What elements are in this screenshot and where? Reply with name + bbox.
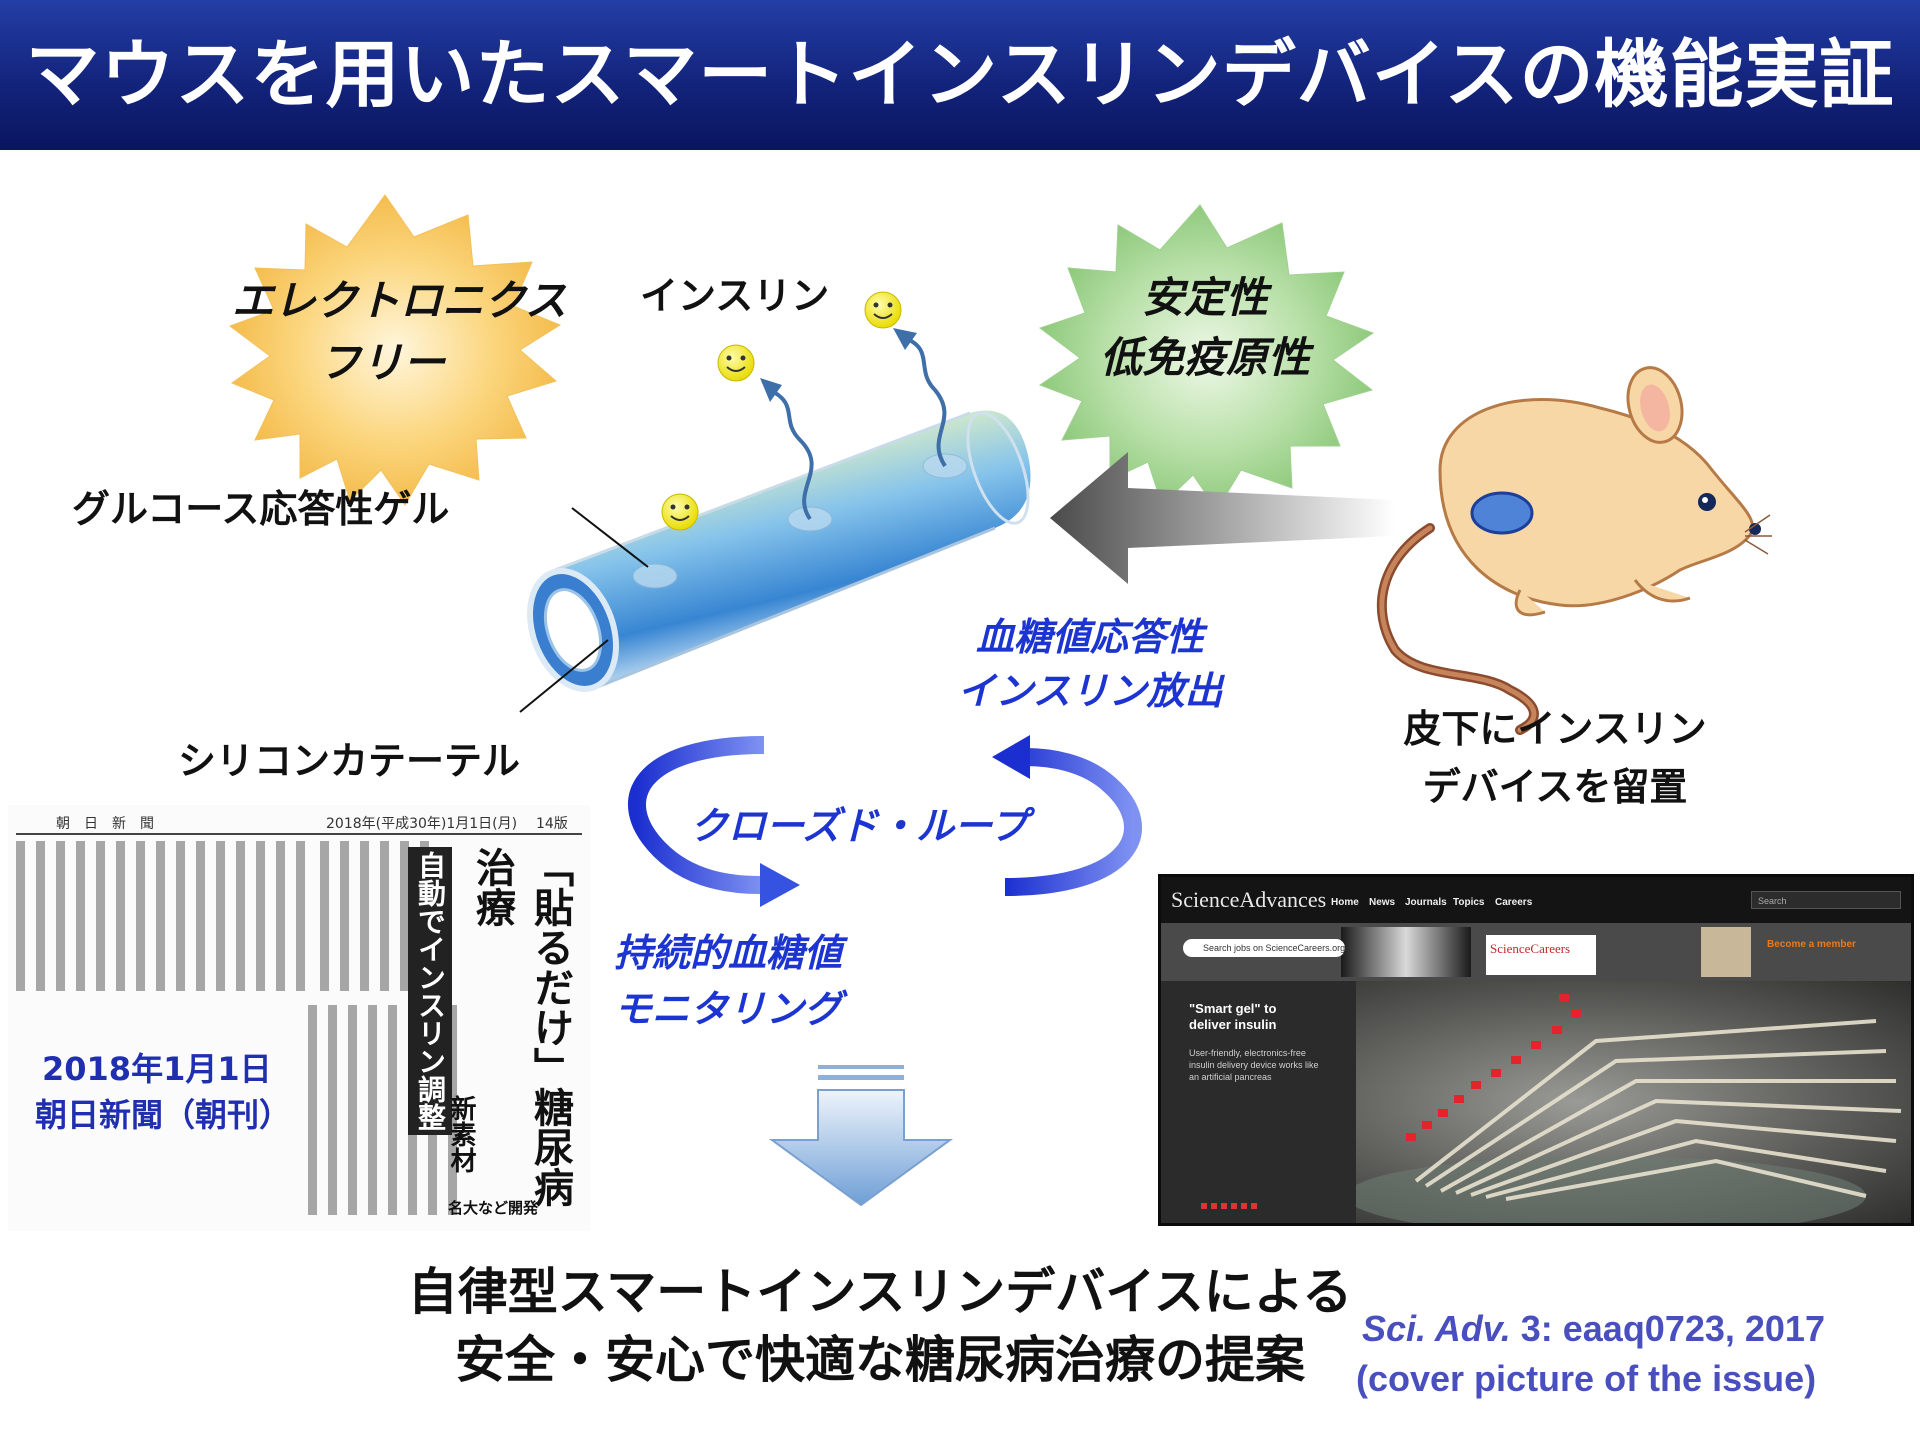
newspaper-sub: 名大など開発 <box>448 1199 539 1217</box>
page-title: マウスを用いたスマートインスリンデバイスの機能実証 <box>25 32 1895 118</box>
newspaper-clipping: 朝 日 新 聞 2018年(平成30年)1月1日(月) 14版 「貼るだけ」糖尿… <box>8 805 590 1231</box>
conclusion-down-arrow <box>768 1065 954 1207</box>
cover-promo-title: "Smart gel" to deliver insulin <box>1189 1001 1277 1032</box>
mouse-caption: 皮下にインスリン デバイスを留置 <box>1403 707 1707 809</box>
newspaper-headline: 「貼るだけ」糖尿病治療 <box>469 847 574 1207</box>
conclusion-line-1: 自律型スマートインスリンデバイスによる <box>407 1263 1353 1321</box>
newspaper-edition: 14版 <box>536 816 568 832</box>
cover-carousel-dots[interactable] <box>1201 1203 1261 1209</box>
cover-photo <box>1346 981 1911 1223</box>
newspaper-tag: 新素材 <box>446 1095 476 1173</box>
stability-burst <box>1038 204 1375 511</box>
cover-menu-news[interactable]: News <box>1369 897 1396 908</box>
citation-note: (cover picture of the issue) <box>1356 1358 1817 1399</box>
citation-line: Sci. Adv. 3: eaaq0723, 2017 <box>1362 1308 1825 1350</box>
loop-arrow-left <box>628 736 765 894</box>
insulin-release-arrow <box>769 388 814 521</box>
stability-label: 安定性 低免疫原性 <box>1099 273 1310 382</box>
catheter-label: シリコンカテーテル <box>178 739 521 783</box>
cover-menu-topics[interactable]: Topics <box>1453 897 1485 908</box>
newspaper-date-line: 2018年(平成30年)1月1日(月) <box>326 816 518 832</box>
insulin-release-arrow <box>904 336 947 468</box>
cover-menu-journals[interactable]: Journals <box>1405 897 1447 908</box>
cover-job-search[interactable]: Search jobs on ScienceCareers.org <box>1183 939 1345 957</box>
mouse-illustration <box>1376 366 1772 735</box>
insulin-molecule-icon <box>717 344 755 382</box>
cover-search-input[interactable]: Search <box>1751 891 1901 909</box>
cover-menu-careers[interactable]: Careers <box>1495 897 1533 908</box>
conclusion-line-2: 安全・安心で快適な糖尿病治療の提案 <box>455 1331 1305 1389</box>
citation-journal: Sci. Adv. <box>1362 1308 1511 1349</box>
cover-promo-body: User-friendly, electronics-free insulin … <box>1189 1048 1319 1082</box>
newspaper-header: 朝 日 新 聞 2018年(平成30年)1月1日(月) 14版 <box>16 811 582 835</box>
cover-menu-home[interactable]: Home <box>1331 897 1359 908</box>
cover-promo-panel <box>1161 981 1356 1223</box>
newspaper-date: 2018年1月1日 <box>42 1050 272 1088</box>
implanted-device-icon <box>1470 491 1534 535</box>
catheter-array-photo <box>1346 994 1902 1223</box>
device-placement-arrow <box>1050 452 1395 584</box>
article-text-block <box>16 841 316 991</box>
loop-arrow-right <box>1004 748 1142 896</box>
cover-ad-image <box>1341 927 1471 977</box>
closed-loop-label: クローズド・ループ <box>690 804 1028 848</box>
glucose-responsive-release-label: 血糖値応答性 インスリン放出 <box>957 615 1223 713</box>
catheter-device <box>527 410 1031 692</box>
insulin-molecule-icon <box>661 493 699 531</box>
citation-ref: 3: eaaq0723, 2017 <box>1510 1308 1825 1349</box>
electronics-free-burst <box>228 194 562 506</box>
newspaper-name: 朝日新聞（朝刊） <box>35 1096 292 1134</box>
cover-become-member[interactable]: Become a member <box>1767 939 1856 950</box>
insulin-molecule-icon <box>864 291 902 329</box>
continuous-monitoring-label: 持続的血糖値 モニタリング <box>613 931 842 1031</box>
cover-logo: ScienceAdvances <box>1171 887 1327 912</box>
gel-label: グルコース応答性ゲル <box>72 487 450 531</box>
journal-cover-screenshot: ScienceAdvances Home News Journals Topic… <box>1158 874 1914 1226</box>
newspaper-subheadline: 自動でインスリン調整 <box>408 847 452 1135</box>
cover-ad-photo <box>1701 927 1751 977</box>
newspaper-masthead: 朝 日 新 聞 <box>56 817 154 832</box>
cover-careers-logo[interactable]: ScienceCareers <box>1486 935 1596 975</box>
title-bar <box>0 0 1920 150</box>
electronics-free-label: エレクトロニクス フリー <box>232 276 567 387</box>
insulin-label: インスリン <box>640 274 830 318</box>
